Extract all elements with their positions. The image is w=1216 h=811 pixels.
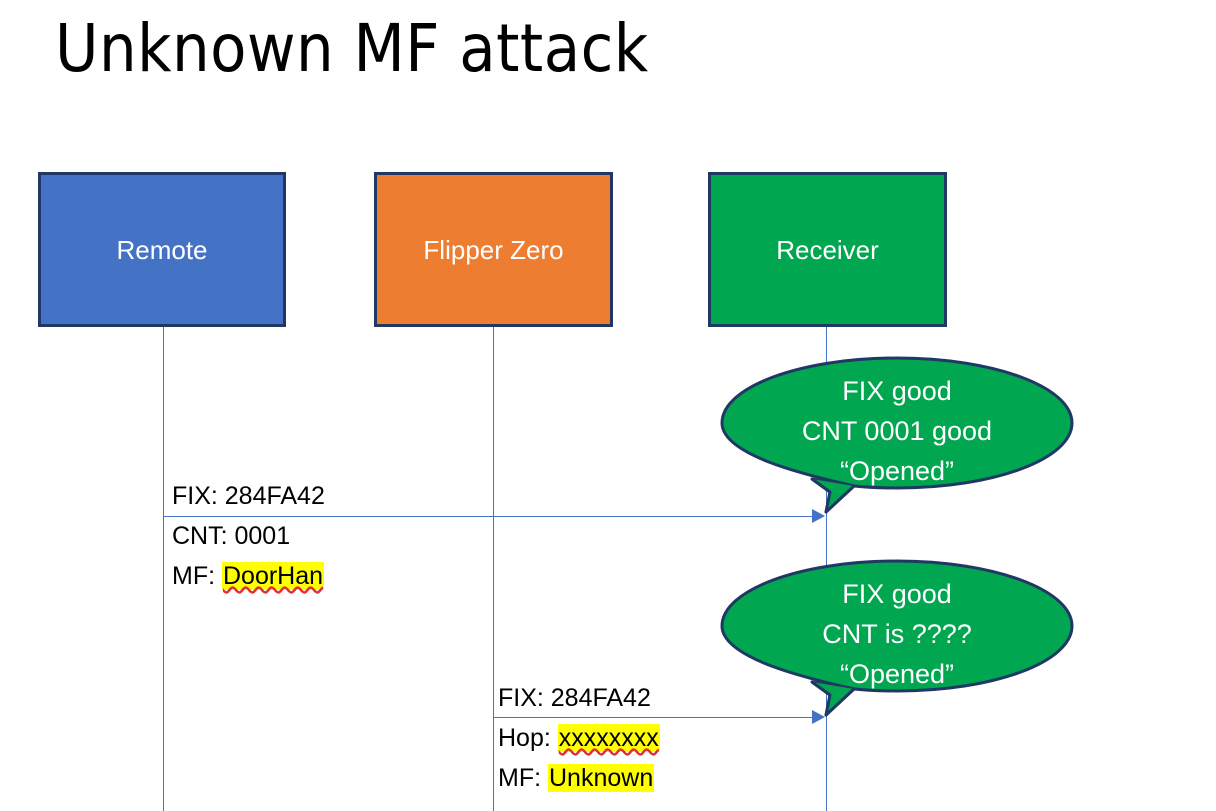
message-label-msg2-line3: MF: Unknown xyxy=(498,758,660,798)
actor-label-remote: Remote xyxy=(116,234,208,265)
msg1-mf-value: DoorHan xyxy=(222,562,325,590)
speech-bubble-shape-1 xyxy=(720,356,1074,514)
message-arrow-remote-to-receiver xyxy=(163,516,815,517)
message-label-msg2-line2: Hop: xxxxxxxx xyxy=(498,718,660,758)
msg1-mf-prefix: MF: xyxy=(172,562,222,590)
message-label-msg2-line1: FIX: 284FA42 xyxy=(498,684,651,712)
lifeline-remote xyxy=(163,327,164,811)
actor-box-receiver[interactable]: Receiver xyxy=(708,172,947,327)
message-label-msg1-body: CNT: 0001 MF: DoorHan xyxy=(172,516,325,596)
actor-box-remote[interactable]: Remote xyxy=(38,172,286,327)
actor-label-receiver: Receiver xyxy=(776,234,879,265)
actor-box-flipper[interactable]: Flipper Zero xyxy=(374,172,613,327)
speech-bubble-shape-2 xyxy=(720,559,1074,717)
message-label-msg1-line1: FIX: 284FA42 xyxy=(172,482,325,510)
message-label-msg1-line3: MF: DoorHan xyxy=(172,556,325,596)
speech-bubble-receiver-second[interactable]: FIX good CNT is ???? “Opened” xyxy=(720,559,1074,719)
message-arrow-flipper-to-receiver xyxy=(493,717,815,718)
message-label-msg1-line2: CNT: 0001 xyxy=(172,522,291,550)
arrowhead-icon-msg2 xyxy=(812,710,825,724)
msg2-hop-value: xxxxxxxx xyxy=(557,724,660,752)
arrowhead-icon-msg1 xyxy=(812,509,825,523)
msg2-mf-value: Unknown xyxy=(548,764,655,792)
speech-bubble-receiver-first[interactable]: FIX good CNT 0001 good “Opened” xyxy=(720,356,1074,516)
message-label-msg2-body: Hop: xxxxxxxx MF: Unknown xyxy=(498,718,660,798)
lifeline-flipper xyxy=(493,327,494,811)
msg2-mf-prefix: MF: xyxy=(498,764,548,792)
page-title: Unknown MF attack xyxy=(55,10,649,87)
actor-label-flipper: Flipper Zero xyxy=(423,234,564,265)
msg2-hop-prefix: Hop: xyxy=(498,724,558,752)
